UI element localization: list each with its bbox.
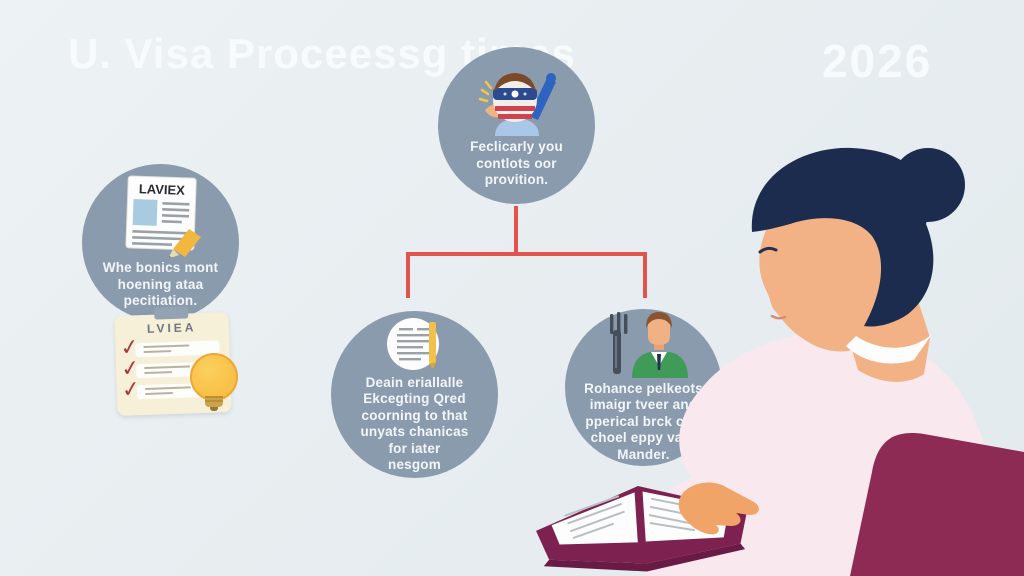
fork-icon [609, 311, 627, 374]
node-bottom-left-caption: Deain eriallalle Ekcegting Qred coorning… [360, 374, 469, 473]
node-left-caption: Whe bonics mont hoening ataa pecitiation… [102, 260, 219, 309]
year-label: 2026 [822, 35, 933, 87]
node-top-circle: Feclicarly you contlots oor provition. [438, 47, 595, 204]
connector-line-top [514, 206, 518, 254]
lips-stroke [770, 314, 787, 320]
businessman-fork-icon [609, 311, 688, 378]
collar [846, 334, 932, 364]
pencil-icon [168, 229, 201, 258]
armchair [850, 433, 1024, 576]
connector-line-left [406, 252, 410, 298]
doc-title-text: LAVIEX [138, 181, 185, 198]
flag-face-person-icon [478, 73, 556, 137]
eye-stroke [758, 246, 778, 254]
node-top-caption: Feclicarly you contlots oor provition. [470, 139, 563, 188]
newspaper-pencil-icon: LAVIEX [124, 175, 201, 258]
document-bookmark-icon [386, 317, 439, 370]
node-bottom-left-circle: Deain eriallalle Ekcegting Qred coorning… [331, 311, 498, 478]
businessman [631, 311, 688, 378]
sparkle-icon [478, 81, 492, 103]
connector-line-right [643, 252, 647, 298]
connector-line-horizontal [406, 252, 647, 256]
lightbulb-icon [190, 353, 238, 411]
node-bottom-right-caption: Rohance pelkeots imaigr tveer and pperic… [584, 380, 703, 462]
woman-hair [751, 147, 934, 327]
woman-hand [678, 482, 759, 535]
node-left-circle: LAVIEX Whe bonics mont hoening ataa peci… [82, 164, 239, 321]
flag-ball [492, 73, 537, 123]
